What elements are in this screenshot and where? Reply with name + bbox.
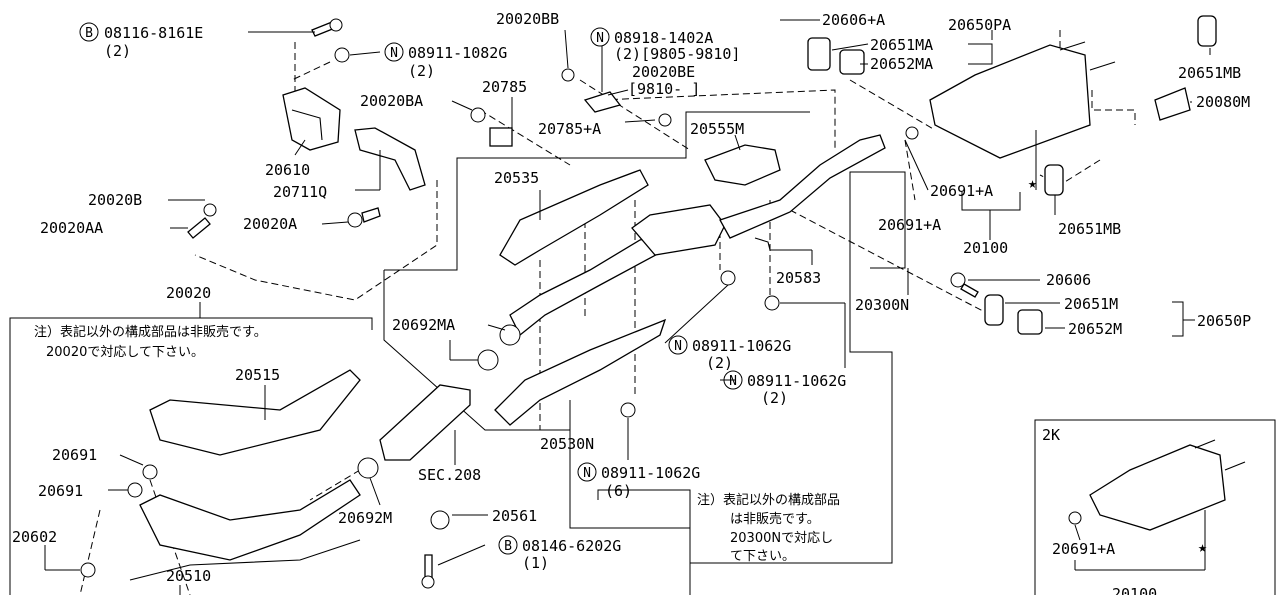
label-20651ma: 20651MA	[870, 36, 933, 54]
label-08911-1062g-1: 08911-1062G	[692, 337, 791, 355]
label-20691-1: 20691	[52, 446, 97, 464]
label-20650p: 20650P	[1197, 312, 1251, 330]
label-20020bb: 20020BB	[496, 10, 559, 28]
symbol-n-08911-1062g-1: N	[674, 339, 682, 354]
label-20583: 20583	[776, 269, 821, 287]
label-20785: 20785	[482, 78, 527, 96]
label-20651mb-top: 20651MB	[1178, 64, 1241, 82]
symbol-n-08918: N	[596, 31, 604, 46]
label-20652m: 20652M	[1068, 320, 1122, 338]
circled-symbols: B N N N N N B	[79, 22, 743, 555]
label-20020ba: 20020BA	[360, 92, 423, 110]
label-inset-20691a: 20691+A	[1052, 540, 1115, 558]
symbol-n-08911-1062g-3: N	[583, 466, 591, 481]
note-left-line-1: 注）表記以外の構成部品は非販売です。	[34, 324, 267, 340]
label-08116-8161e: 08116-8161E	[104, 24, 203, 42]
label-20650pa: 20650PA	[948, 16, 1011, 34]
label-08911-1082g: 08911-1082G	[408, 44, 507, 62]
label-20020a: 20020A	[243, 215, 297, 233]
label-20561: 20561	[492, 507, 537, 525]
label-20530n: 20530N	[540, 435, 594, 453]
label-08146-qty: (1)	[522, 554, 549, 572]
notes: 注）表記以外の構成部品は非販売です。 20020で対応して下さい。 注）表記以外…	[34, 324, 840, 564]
label-08146-6202g: 08146-6202G	[522, 537, 621, 555]
label-20602: 20602	[12, 528, 57, 546]
part-labels: 08116-8161E (2) 08911-1082G (2) 20610 20…	[12, 10, 1251, 595]
label-20606: 20606	[1046, 271, 1091, 289]
note-right-line-2: は非販売です。	[730, 511, 820, 527]
label-20020be: 20020BE	[632, 63, 695, 81]
label-20785a: 20785+A	[538, 120, 601, 138]
group-frames	[9, 30, 1276, 595]
label-20555m: 20555M	[690, 120, 744, 138]
note-left-line-2: 20020で対応して下さい。	[46, 345, 204, 360]
label-08116-qty: (2)	[104, 42, 131, 60]
label-20515: 20515	[235, 366, 280, 384]
label-08911-1062g-3: 08911-1062G	[601, 464, 700, 482]
label-20606a: 20606+A	[822, 11, 885, 29]
label-20300n: 20300N	[855, 296, 909, 314]
label-08918-qty: (2)[9805-9810]	[614, 45, 740, 63]
label-08911-1062g-2-qty: (2)	[761, 389, 788, 407]
symbol-n-08911-1082g: N	[390, 46, 398, 61]
label-08911-1082g-qty: (2)	[408, 62, 435, 80]
label-20711q: 20711Q	[273, 183, 327, 201]
label-20652ma: 20652MA	[870, 55, 933, 73]
label-20100: 20100	[963, 239, 1008, 257]
label-20691a-2: 20691+A	[878, 216, 941, 234]
label-20610: 20610	[265, 161, 310, 179]
label-20692ma: 20692MA	[392, 316, 455, 334]
label-08918-1402a: 08918-1402A	[614, 29, 713, 47]
symbol-b-08146: B	[504, 539, 512, 554]
label-20020be-date: [9810- ]	[628, 80, 700, 98]
label-20020: 20020	[166, 284, 211, 302]
star-marker: ★	[1028, 174, 1037, 192]
label-20692m: 20692M	[338, 509, 392, 527]
label-20691a-1: 20691+A	[930, 182, 993, 200]
leader-lines	[44, 19, 1211, 595]
note-right-line-1: 注）表記以外の構成部品	[697, 492, 840, 508]
note-right-line-3: 20300Nで対応し	[730, 531, 833, 546]
label-20651mb-mid: 20651MB	[1058, 220, 1121, 238]
label-08911-1062g-1-qty: (2)	[706, 354, 733, 372]
label-20651m: 20651M	[1064, 295, 1118, 313]
label-20691-2: 20691	[38, 482, 83, 500]
label-20535: 20535	[494, 169, 539, 187]
star-marker-inset: ★	[1198, 538, 1207, 556]
label-sec-208: SEC.208	[418, 466, 481, 484]
label-20080m: 20080M	[1196, 93, 1250, 111]
symbol-b-08116: B	[85, 26, 93, 41]
note-right-line-4: て下さい。	[730, 549, 795, 564]
label-08911-1062g-2: 08911-1062G	[747, 372, 846, 390]
label-inset-20100: 20100	[1112, 585, 1157, 595]
symbol-n-08911-1062g-2: N	[729, 374, 737, 389]
label-20510: 20510	[166, 567, 211, 585]
label-20020aa: 20020AA	[40, 219, 103, 237]
label-08911-1062g-3-qty: (6)	[605, 482, 632, 500]
label-20020b: 20020B	[88, 191, 142, 209]
part-drawings	[80, 15, 1246, 589]
label-inset-2k: 2K	[1042, 426, 1060, 444]
